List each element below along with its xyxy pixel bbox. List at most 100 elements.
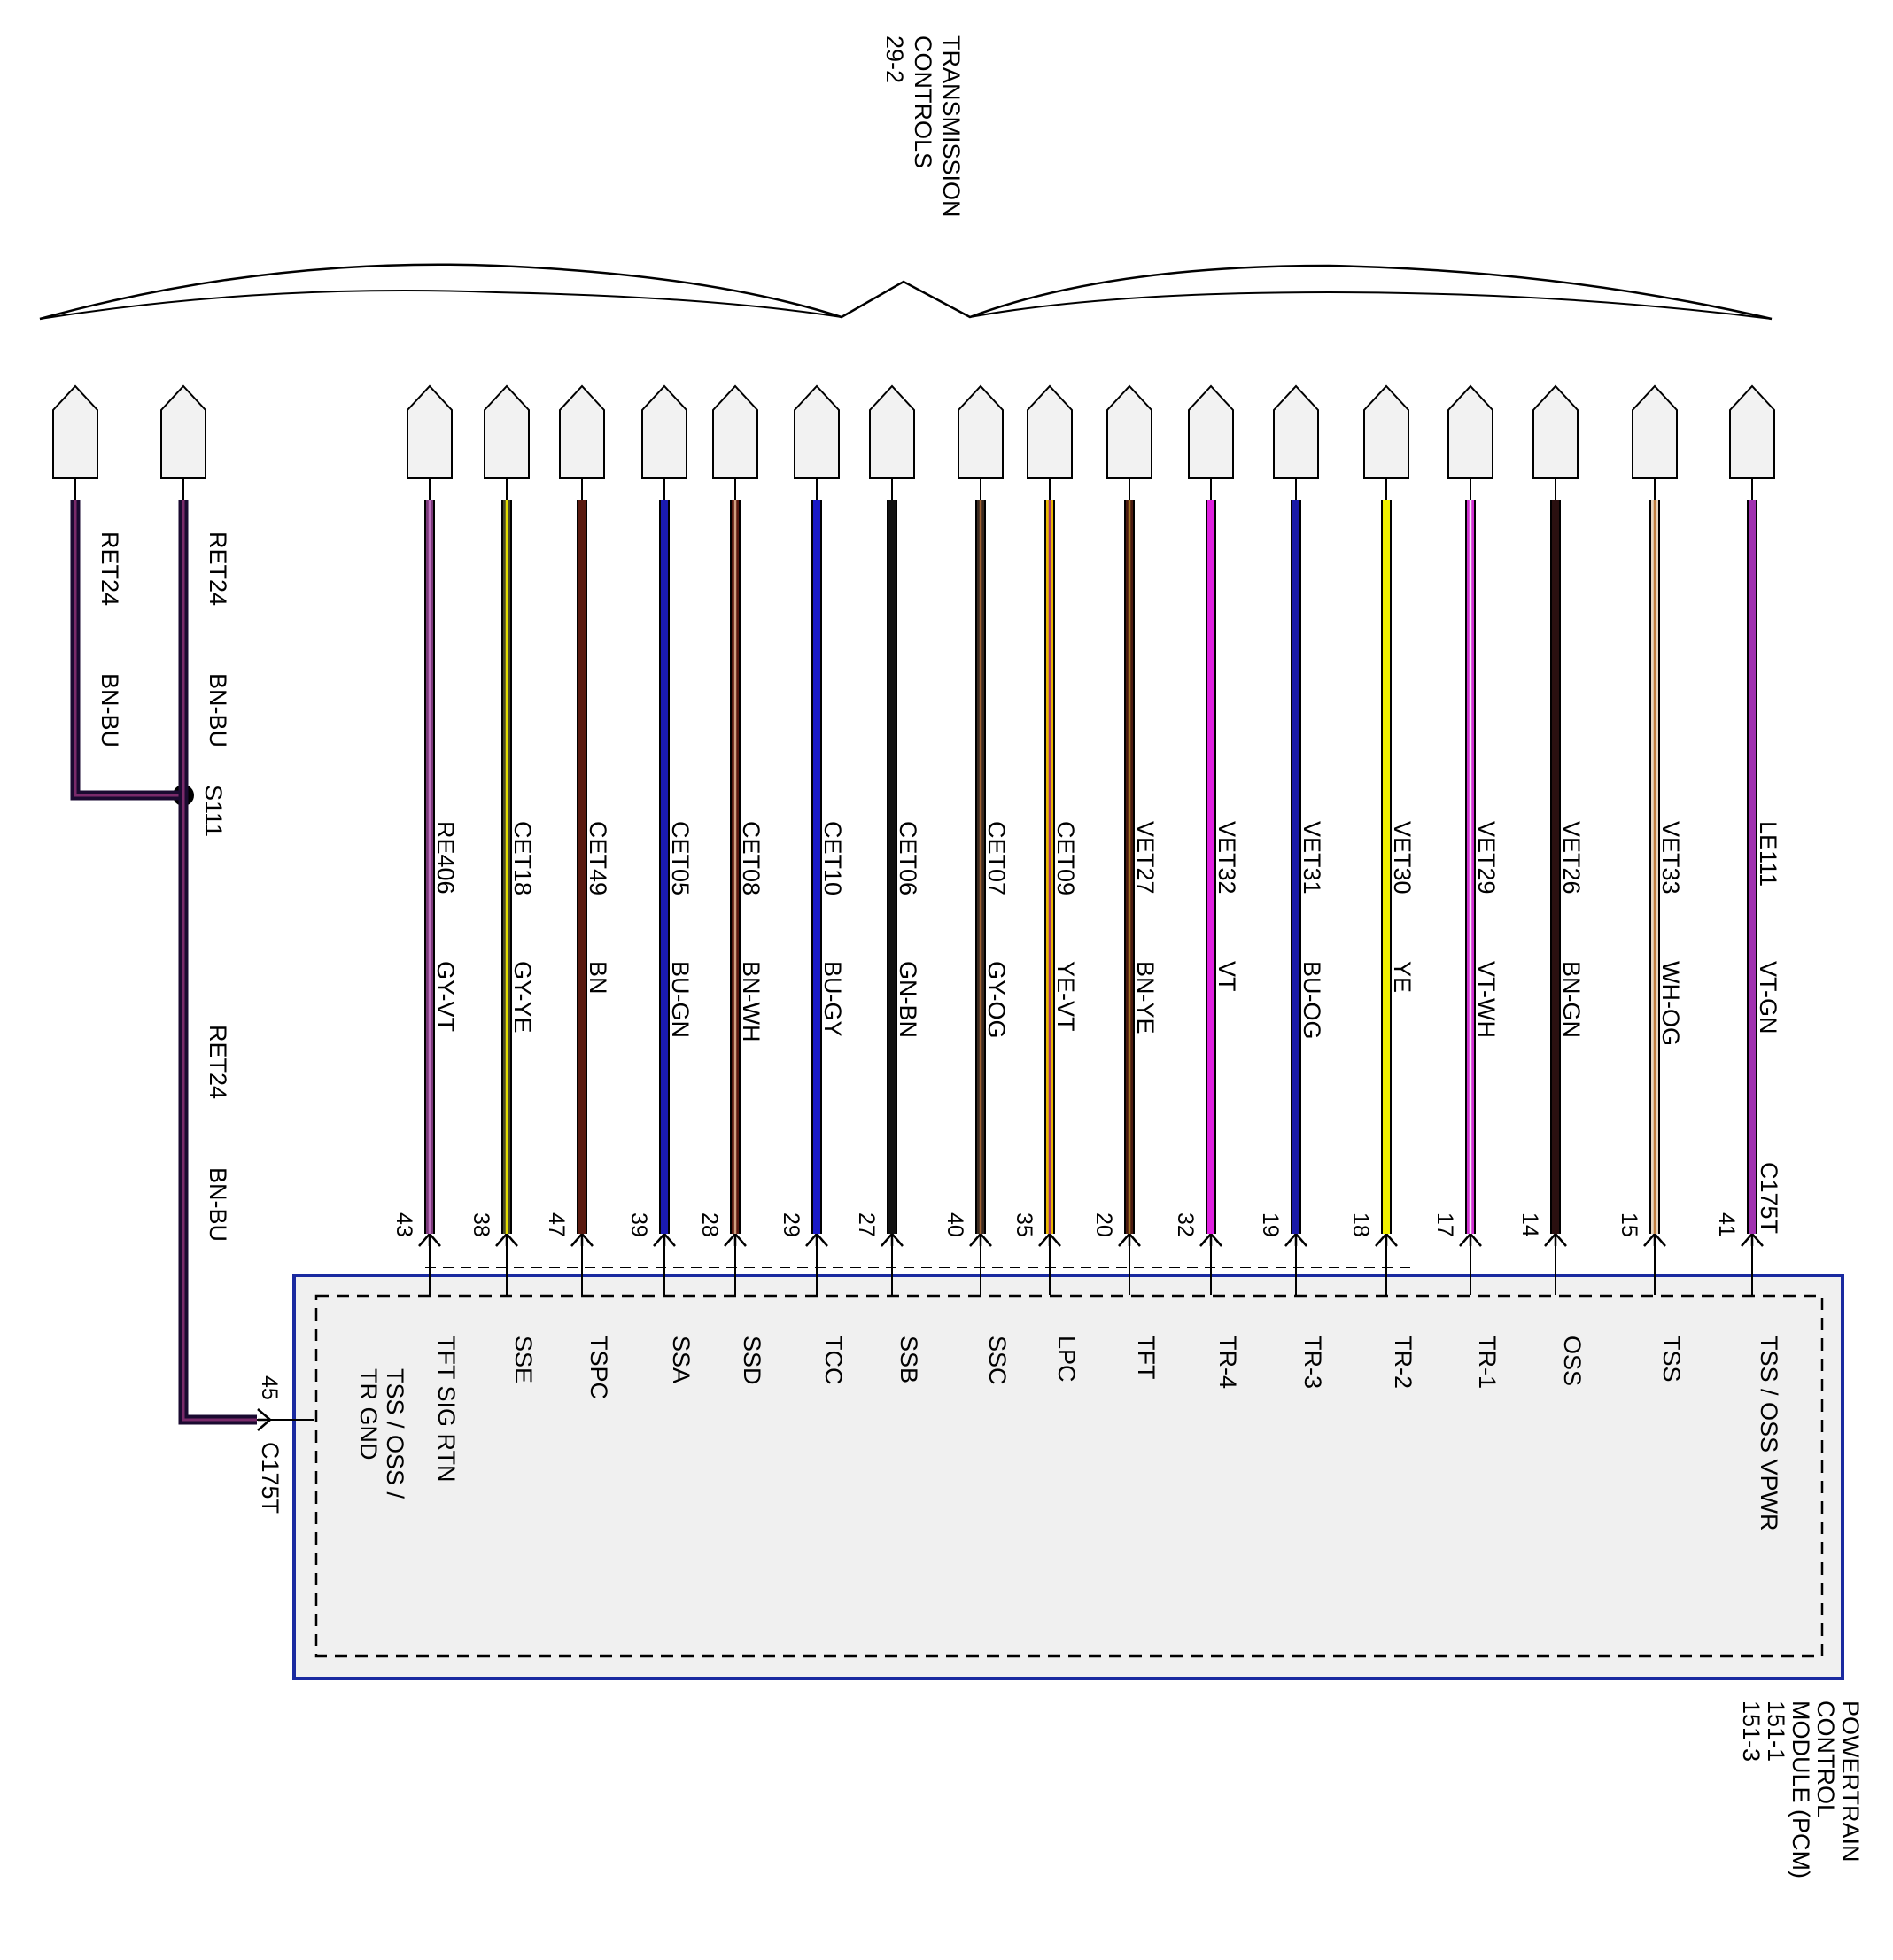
wire-color-label: GY-VT [432,961,459,1032]
female-terminal-icon [1741,1232,1764,1247]
connector-terminal-cet05 [641,384,687,479]
pin-number: 17 [1432,1212,1457,1237]
pcm-pin-function: TSS / OSS VPWR [1756,1336,1782,1531]
pcm-label: 151-1 [1763,1700,1789,1762]
ground-wire-main-stripe [182,795,257,1422]
pin-number: 38 [469,1212,493,1237]
ground-pin-function: TSS / OSS / [382,1368,408,1499]
pin-number: 20 [1091,1212,1116,1237]
wire-circuit-label: CET08 [738,821,764,895]
ground-color-label: BN-BU [97,673,123,748]
female-terminal-icon [570,1232,594,1247]
transmission-controls-label: TRANSMISSION [938,35,965,218]
female-terminal-icon [1544,1232,1567,1247]
connector-terminal-vet32 [1188,384,1234,479]
female-terminal-icon [1118,1232,1141,1247]
connector-terminal-vet30 [1363,384,1409,479]
wire-circuit-label: CET05 [667,821,694,895]
female-terminal-icon [1199,1232,1222,1247]
wire-circuit-label: VET27 [1132,821,1159,895]
wire-color-label: BU-OG [1299,961,1325,1040]
ground-circuit-label: RET24 [205,1025,231,1099]
wire-color-label: GY-YE [509,961,536,1034]
transmission-controls-brace-inner [39,290,1773,320]
connector-terminal-ret24-left [52,384,98,479]
wire-circuit-label: RE406 [432,821,459,895]
pin-number: 14 [1517,1212,1542,1237]
wire-circuit-label: VET33 [1657,821,1684,895]
pin-number: 32 [1173,1212,1198,1237]
wire-circuit-label: CET18 [509,821,536,895]
ground-wire-main [178,795,257,1425]
connector-terminal-vet27 [1106,384,1152,479]
pcm-pin-function: TR-1 [1474,1336,1501,1389]
wire-color-label: GY-OG [983,961,1010,1039]
female-terminal-icon [1038,1232,1061,1247]
transmission-controls-label: 29-2 [881,35,908,83]
connector-terminal-cet07 [958,384,1004,479]
connector-terminal-cet49 [559,384,605,479]
wire-color-label: BN-WH [738,961,764,1042]
pin-number: 27 [854,1212,879,1237]
female-terminal-icon [1284,1232,1307,1247]
pin-number: 29 [779,1212,803,1237]
pin-number: 28 [697,1212,722,1237]
female-terminal-icon [1459,1232,1482,1247]
pcm-pin-function: SSD [739,1336,765,1385]
ground-wire-left-stripe [74,500,183,797]
wire-color-label: BN [585,961,611,995]
wire-circuit-label: VET30 [1389,821,1416,895]
wire-color-label: BU-GN [667,961,694,1038]
pcm-pin-function: TSS [1658,1336,1685,1383]
female-terminal-icon [257,1408,272,1431]
wire-circuit-label: CET49 [585,821,611,895]
connector-terminal-cet06 [869,384,915,479]
connector-terminal-cet08 [712,384,758,479]
wire-circuit-label: CET09 [1052,821,1079,895]
female-terminal-icon [495,1232,518,1247]
female-terminal-icon [1375,1232,1398,1247]
pin-number: 43 [392,1212,416,1237]
wire-color-label: BN-YE [1132,961,1159,1034]
pin-number: 47 [544,1212,569,1237]
connector-terminal-vet33 [1632,384,1678,479]
connector-terminal-vet29 [1447,384,1493,479]
pin-number: 41 [1714,1212,1739,1237]
pcm-module-box [292,1274,1844,1680]
connector-terminal-vet31 [1273,384,1319,479]
wire-circuit-label: CET10 [819,821,846,895]
connector-terminal-ret24-right [160,384,206,479]
pcm-pin-function: TR-3 [1299,1336,1326,1389]
ground-pin-function: TR GND [355,1368,382,1460]
wire-circuit-label: VET26 [1558,821,1585,895]
wire-color-label: VT-GN [1755,961,1781,1034]
female-terminal-icon [881,1232,904,1247]
pcm-pin-function: LPC [1053,1336,1080,1383]
female-terminal-icon [969,1232,992,1247]
pcm-pin-function: SSC [984,1336,1011,1385]
connector-terminal-cet18 [484,384,530,479]
pin-number: 19 [1258,1212,1283,1237]
pin-number: 40 [943,1212,967,1237]
connector-terminal-cet09 [1027,384,1073,479]
connector-terminal-re406 [407,384,453,479]
pin-number: 39 [626,1212,651,1237]
female-terminal-icon [1643,1232,1666,1247]
wire-circuit-label: VET32 [1214,821,1240,895]
pin-number: 35 [1012,1212,1036,1237]
ground-wire-left [70,500,183,801]
wire-circuit-label: CET06 [895,821,921,895]
splice-label: S111 [200,785,227,837]
wire-color-label: YE-VT [1052,961,1079,1032]
connector-terminal-vet26 [1532,384,1579,479]
pcm-pin-function: TFT [1133,1336,1160,1379]
wire-color-label: BU-GY [819,961,846,1037]
wire-color-label: BN-GN [1558,961,1585,1038]
ground-color-label: BN-BU [205,673,231,748]
ground-color-label: BN-BU [205,1167,231,1242]
ground-connector-label: C175T [257,1442,283,1514]
pcm-label: POWERTRAIN [1837,1700,1864,1863]
wire-circuit-label: VET31 [1299,821,1325,895]
pin-number: 18 [1348,1212,1373,1237]
